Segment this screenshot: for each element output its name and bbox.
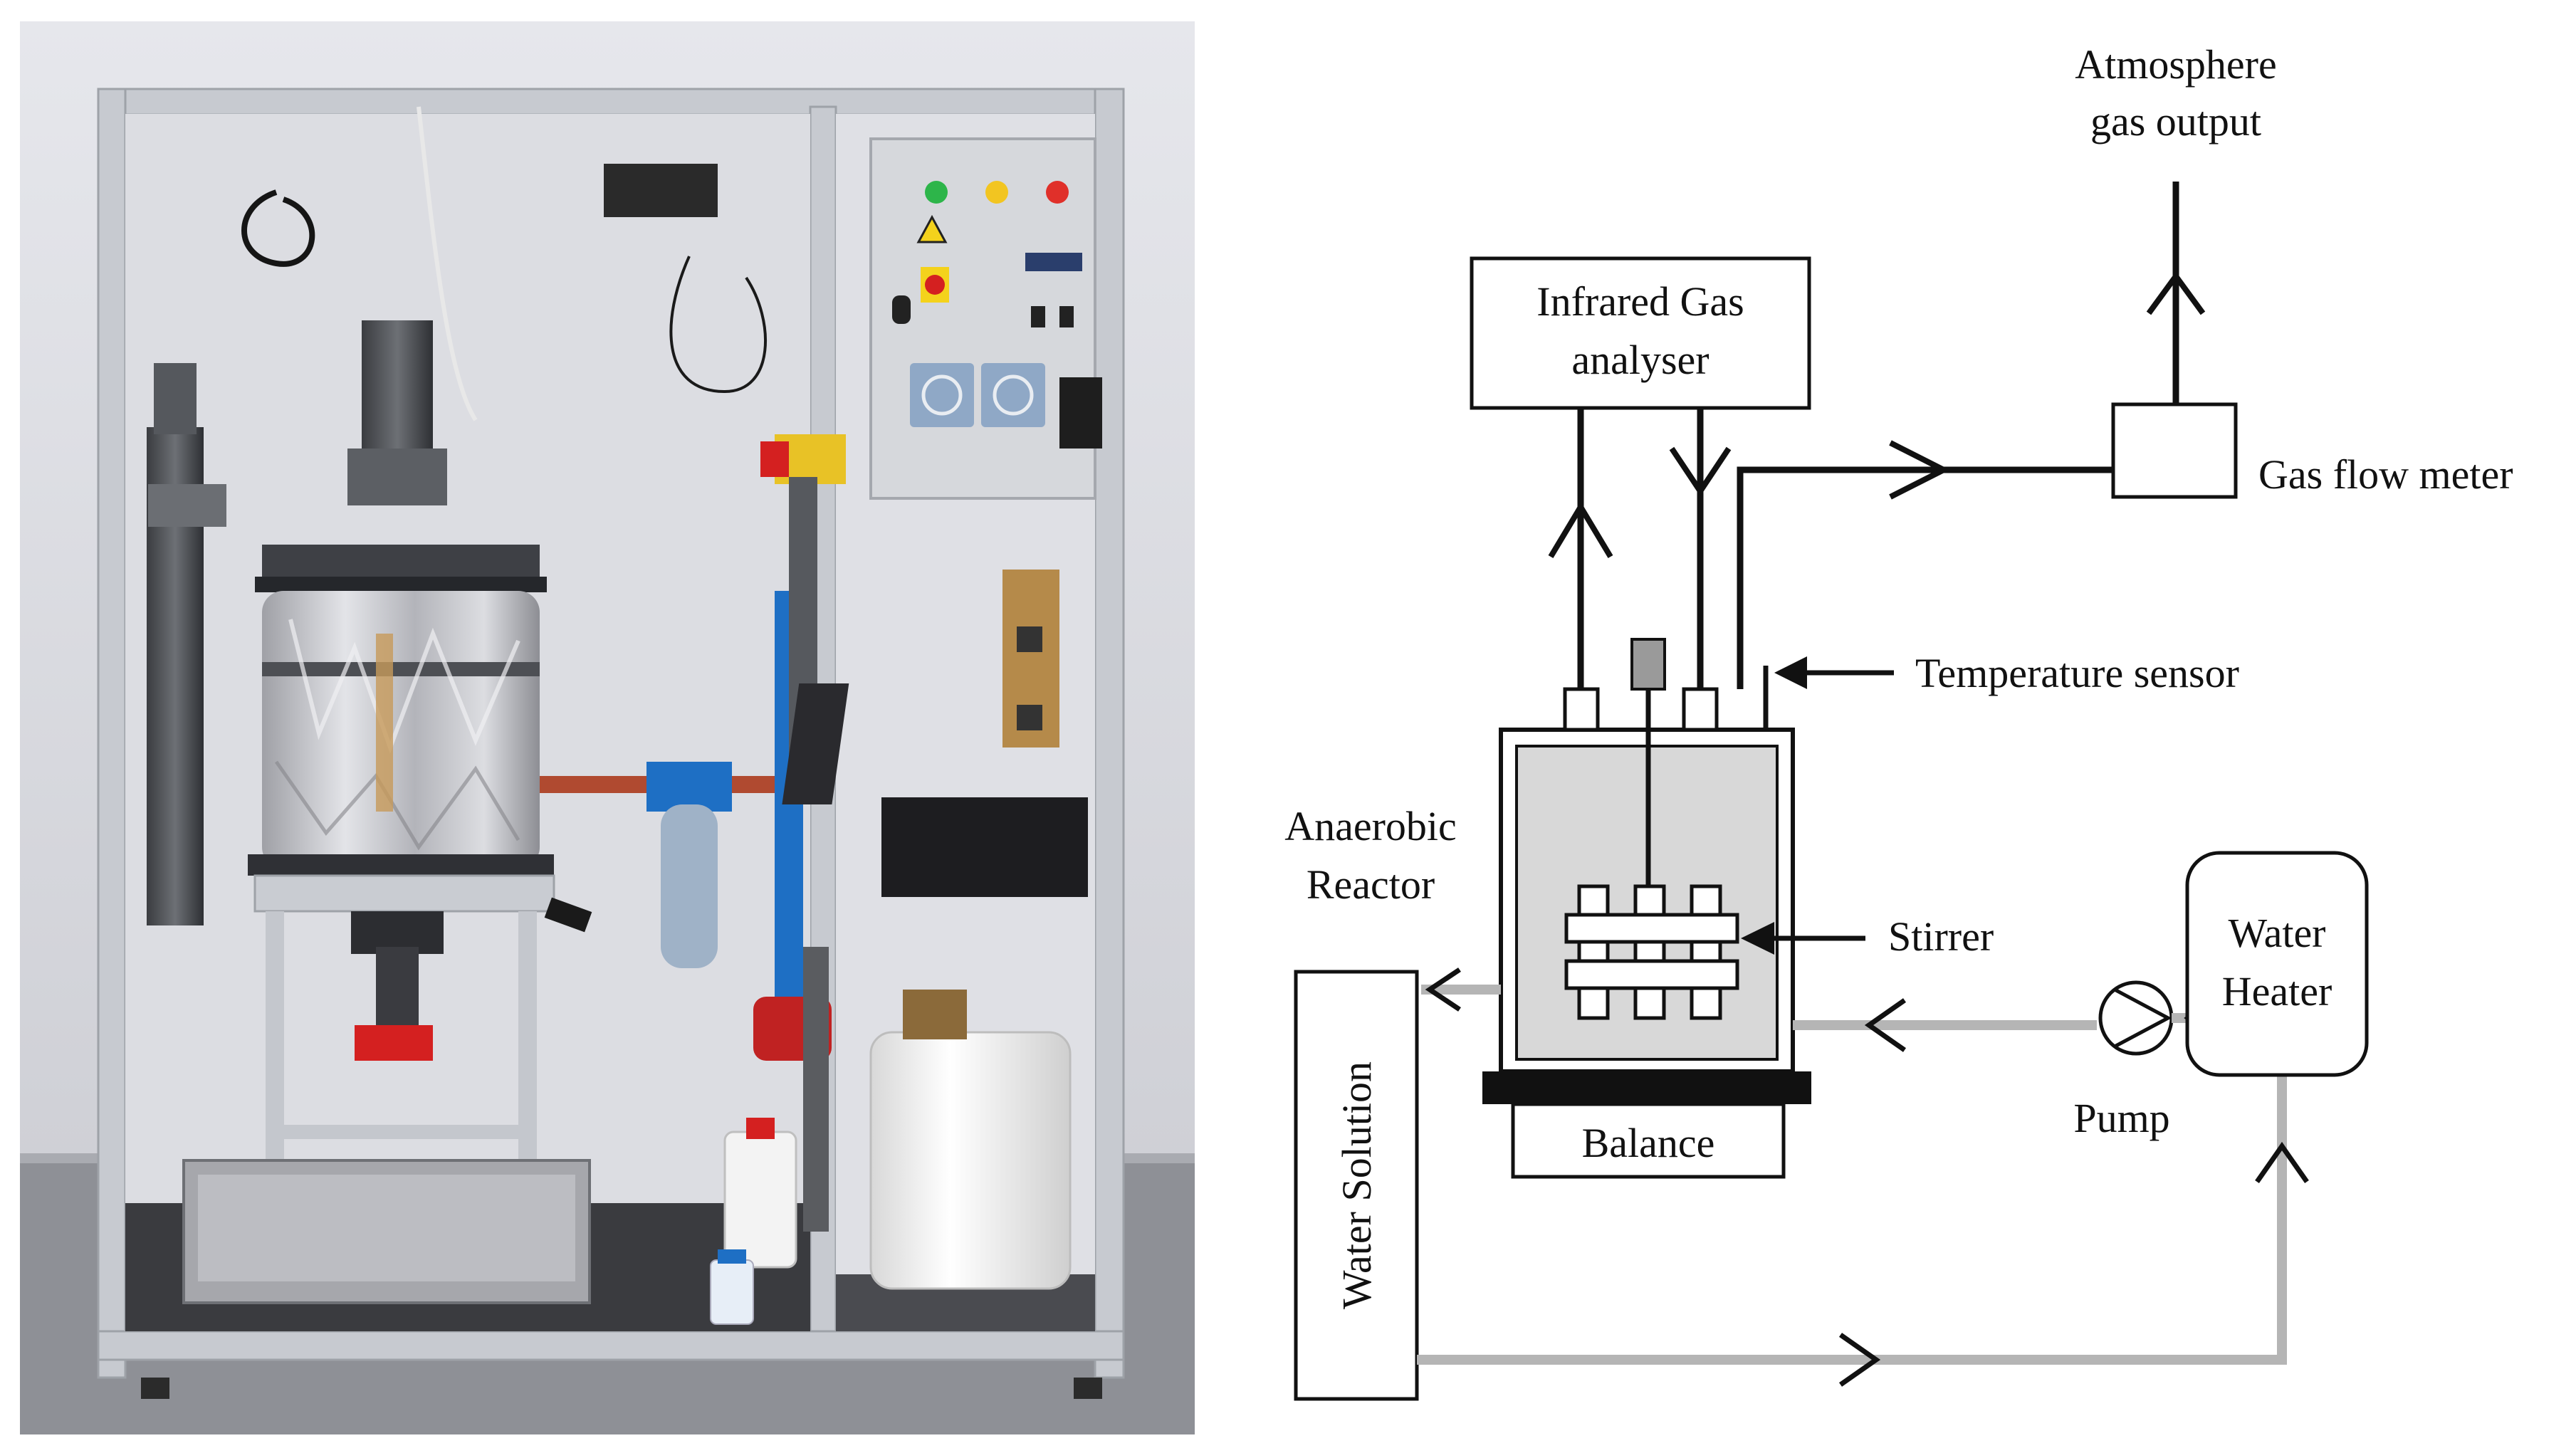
laptop [881, 797, 1088, 897]
label-temperature-sensor: Temperature sensor [1915, 650, 2239, 696]
arrow-right-water-supply [1838, 1333, 1881, 1387]
pipe-reactor-to-flow-meter [1737, 466, 2113, 689]
water-supply-pipe [1417, 1071, 2287, 1365]
water-heater-box [2185, 851, 2369, 1077]
water-solution-box [1294, 970, 1419, 1401]
stirrer-impeller [1564, 884, 1739, 1020]
pump-icon [2098, 980, 2174, 1056]
arrow-temperature-sensor [1774, 656, 1807, 689]
pump-icon-triangle [2113, 987, 2172, 1049]
reactor-port-right [1682, 687, 1719, 732]
label-atmosphere-line2: gas output [2090, 98, 2261, 145]
arrow-down-from-analyser [1669, 446, 1732, 497]
foil-insulated-reactor [262, 591, 540, 869]
arrow-left-water-return [1864, 998, 1907, 1052]
arrow-stirrer [1741, 922, 1774, 955]
label-infrared-line2: analyser [1571, 337, 1709, 383]
stirrer-motor-icon [1630, 638, 1666, 691]
arrow-up-to-analyser [1548, 501, 1613, 559]
schematic-diagram: Atmosphere gas output Gas flow meter Inf… [1284, 41, 2513, 1401]
blue-filter [646, 762, 732, 812]
reactor-port-left [1563, 687, 1600, 732]
apparatus-photo [20, 21, 1195, 1434]
label-water-solution: Water Solution [1334, 1061, 1380, 1309]
balance-plate [1482, 1071, 1811, 1104]
label-water-heater-line1: Water [2228, 910, 2325, 956]
arrow-left-water-outlet [1425, 967, 1461, 1012]
label-gas-flow-meter: Gas flow meter [2258, 451, 2513, 498]
sample-bottle [723, 1131, 797, 1269]
label-stirrer: Stirrer [1888, 913, 1994, 960]
label-infrared-line1: Infrared Gas [1536, 278, 1744, 325]
arrow-up-water-supply [2255, 1141, 2309, 1184]
label-water-heater-line2: Heater [2222, 968, 2332, 1014]
label-atmosphere-line1: Atmosphere [2075, 41, 2277, 88]
label-anaerobic-line1: Anaerobic [1284, 803, 1457, 849]
gas-flow-meter-box [2111, 402, 2238, 499]
label-anaerobic-line2: Reactor [1307, 861, 1435, 908]
stirrer-motor [362, 320, 433, 463]
balance-box [1511, 1102, 1786, 1179]
infrared-gas-analyser-box [1470, 256, 1811, 410]
red-valve-cap [355, 1025, 433, 1061]
arrow-right-to-flow-meter [1889, 440, 1950, 500]
label-pump: Pump [2073, 1095, 2169, 1141]
label-balance: Balance [1582, 1120, 1715, 1166]
water-heater-tank [869, 1031, 1072, 1290]
arrow-up-atmosphere [2146, 271, 2206, 315]
